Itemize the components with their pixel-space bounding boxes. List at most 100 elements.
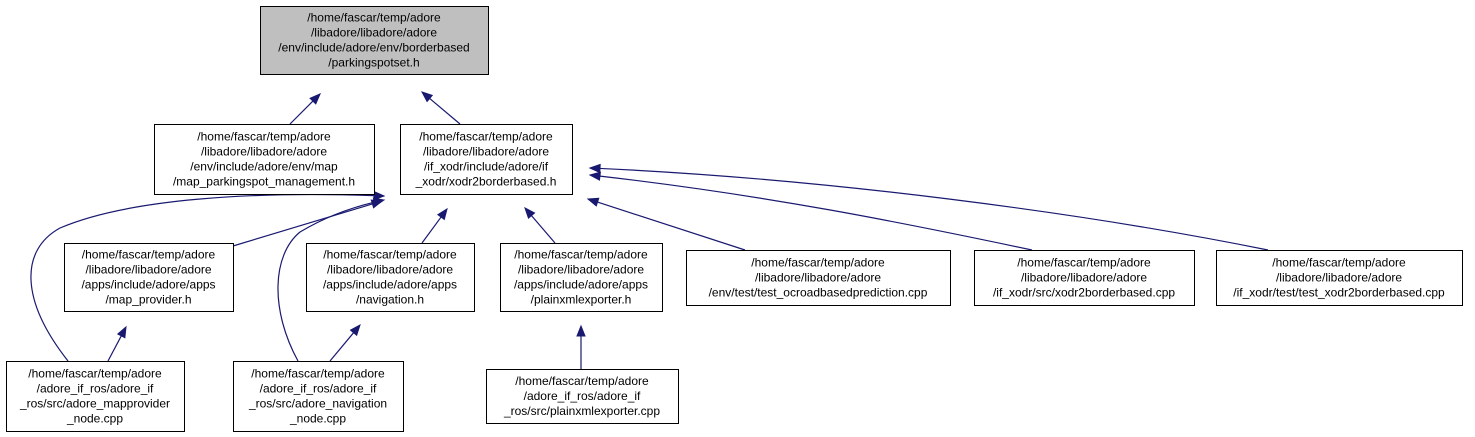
edge-line [329, 324, 361, 362]
edge-arrowhead [372, 197, 386, 207]
edge-xodr2bb_h-to-root [420, 91, 461, 125]
node-box[interactable] [64, 243, 234, 312]
edge-line [107, 326, 127, 362]
edge-plainxml_h-to-xodr2bb_h [524, 206, 556, 244]
node-label-line: /libadore/libadore/adore [327, 263, 453, 277]
node-label-line: /adore_if_ros/adore_if [37, 382, 154, 396]
node-label-line: _node.cpp [66, 412, 123, 426]
node-xodr2bb-h[interactable]: /home/fascar/temp/adore/libadore/libador… [400, 124, 573, 195]
edge-line [277, 199, 385, 362]
node-box[interactable] [400, 124, 573, 195]
node-map-provider-h[interactable]: /home/fascar/temp/adore/libadore/libador… [64, 243, 234, 312]
edge-arrowhead [349, 323, 361, 337]
node-label-line: /home/fascar/temp/adore [514, 248, 648, 262]
node-label-line: /home/fascar/temp/adore [323, 248, 457, 262]
node-label-line: /home/fascar/temp/adore [1272, 256, 1406, 270]
edge-line [421, 208, 448, 244]
node-label-line: /home/fascar/temp/adore [251, 367, 385, 381]
edge-line [289, 93, 321, 125]
edge-mapprovider_node-to-map_provider_h [107, 325, 127, 362]
node-label-line: /libadore/libadore/adore [518, 263, 644, 277]
node-label-line: /map_provider.h [105, 293, 191, 307]
node-xodr2bb-cpp[interactable]: /home/fascar/temp/adore/libadore/libador… [974, 250, 1195, 306]
node-label-line: /home/fascar/temp/adore [82, 248, 216, 262]
node-box[interactable] [6, 361, 185, 432]
node-label-line: /env/test/test_ocroadbasedprediction.cpp [709, 286, 928, 300]
node-label-line: /apps/include/adore/apps [81, 278, 215, 292]
node-label-line: /adore_if_ros/adore_if [260, 382, 377, 396]
node-label-line: /libadore/libadore/adore [423, 145, 549, 159]
node-root[interactable]: /home/fascar/temp/adore/libadore/libador… [260, 6, 489, 75]
node-label-line: _ros/src/adore_mapprovider [19, 397, 170, 411]
node-label-line: /libadore/libadore/adore [1276, 271, 1402, 285]
node-plainxml-node[interactable]: /home/fascar/temp/adore/adore_if_ros/ado… [486, 369, 679, 424]
edge-line [587, 198, 746, 251]
node-box[interactable] [306, 243, 475, 312]
node-label-line: /adore_if_ros/adore_if [524, 389, 641, 403]
node-mapprovider-node[interactable]: /home/fascar/temp/adore/adore_if_ros/ado… [6, 361, 185, 432]
edge-test_xodr2bb-to-xodr2bb_h [588, 163, 1269, 251]
edge-line [524, 207, 556, 244]
node-label-line: /home/fascar/temp/adore [419, 130, 553, 144]
edge-arrowhead [588, 163, 601, 174]
node-label-line: _xodr/xodr2borderbased.h [415, 175, 557, 189]
node-navigation-h[interactable]: /home/fascar/temp/adore/libadore/libador… [306, 243, 475, 312]
edge-arrowhead [588, 171, 601, 181]
edge-arrowhead [116, 325, 127, 339]
edge-arrowhead [373, 190, 386, 201]
node-label-line: /libadore/libadore/adore [1021, 271, 1147, 285]
node-label-line: _ros/src/plainxmlexporter.cpp [503, 404, 660, 418]
node-label-line: /navigation.h [356, 293, 424, 307]
node-box[interactable] [1216, 250, 1463, 306]
edges-layer [30, 91, 1269, 369]
node-label-line: /home/fascar/temp/adore [1017, 256, 1151, 270]
node-test-xodr2bb[interactable]: /home/fascar/temp/adore/libadore/libador… [1216, 250, 1463, 306]
node-label-line: /home/fascar/temp/adore [197, 130, 331, 144]
node-navigation-node[interactable]: /home/fascar/temp/adore/adore_if_ros/ado… [233, 361, 404, 432]
edge-plainxml_node-to-plainxml_h [576, 324, 586, 369]
edge-arrowhead [586, 197, 600, 207]
node-label-line: /if_xodr/test/test_xodr2borderbased.cpp [1233, 286, 1445, 300]
edge-test_ocroad-to-xodr2bb_h [586, 197, 746, 251]
node-label-line: /libadore/libadore/adore [311, 26, 437, 40]
node-label-line: /env/include/adore/env/map [190, 160, 338, 174]
node-box[interactable] [686, 250, 951, 306]
node-label-line: /home/fascar/temp/adore [28, 367, 162, 381]
edge-arrowhead [576, 324, 586, 337]
edge-arrowhead [524, 206, 536, 220]
edge-arrowhead [436, 207, 448, 221]
node-label-line: /map_parkingspot_management.h [173, 175, 355, 189]
node-map-mgmt[interactable]: /home/fascar/temp/adore/libadore/libador… [154, 124, 375, 195]
node-box[interactable] [233, 361, 404, 432]
edge-navigation_node-to-xodr2bb_h [277, 197, 386, 362]
edge-map_provider_h-to-xodr2bb_h [232, 199, 384, 247]
node-label-line: /home/fascar/temp/adore [307, 11, 441, 25]
node-test-ocroad[interactable]: /home/fascar/temp/adore/libadore/libador… [686, 250, 951, 306]
edge-xodr2bb_cpp-to-xodr2bb_h [588, 171, 1033, 251]
node-box[interactable] [500, 243, 663, 312]
node-label-line: /if_xodr/include/adore/if [424, 160, 549, 174]
node-label-line: /parkingspotset.h [328, 56, 419, 70]
edge-line [232, 200, 383, 247]
node-label-line: /env/include/adore/env/borderbased [278, 41, 469, 55]
node-label-line: _ros/src/adore_navigation [248, 397, 387, 411]
node-box[interactable] [974, 250, 1195, 306]
edge-arrowhead [420, 91, 434, 103]
edge-navigation_node-to-navigation_h [329, 323, 361, 362]
node-label-line: /plainxmlexporter.h [531, 293, 632, 307]
edge-line [589, 167, 1269, 251]
edge-line [589, 174, 1033, 251]
node-label-line: /home/fascar/temp/adore [515, 374, 649, 388]
node-box[interactable] [260, 6, 489, 75]
edge-arrowhead [309, 93, 321, 105]
node-box[interactable] [154, 124, 375, 195]
node-box[interactable] [486, 369, 679, 424]
node-label-line: /libadore/libadore/adore [755, 271, 881, 285]
edge-navigation_h-to-xodr2bb_h [421, 207, 448, 244]
nodes-layer: /home/fascar/temp/adore/libadore/libador… [6, 6, 1463, 432]
node-label-line: _node.cpp [289, 412, 346, 426]
edge-line [421, 91, 461, 125]
node-plainxml-h[interactable]: /home/fascar/temp/adore/libadore/libador… [500, 243, 663, 312]
node-label-line: /home/fascar/temp/adore [751, 256, 885, 270]
